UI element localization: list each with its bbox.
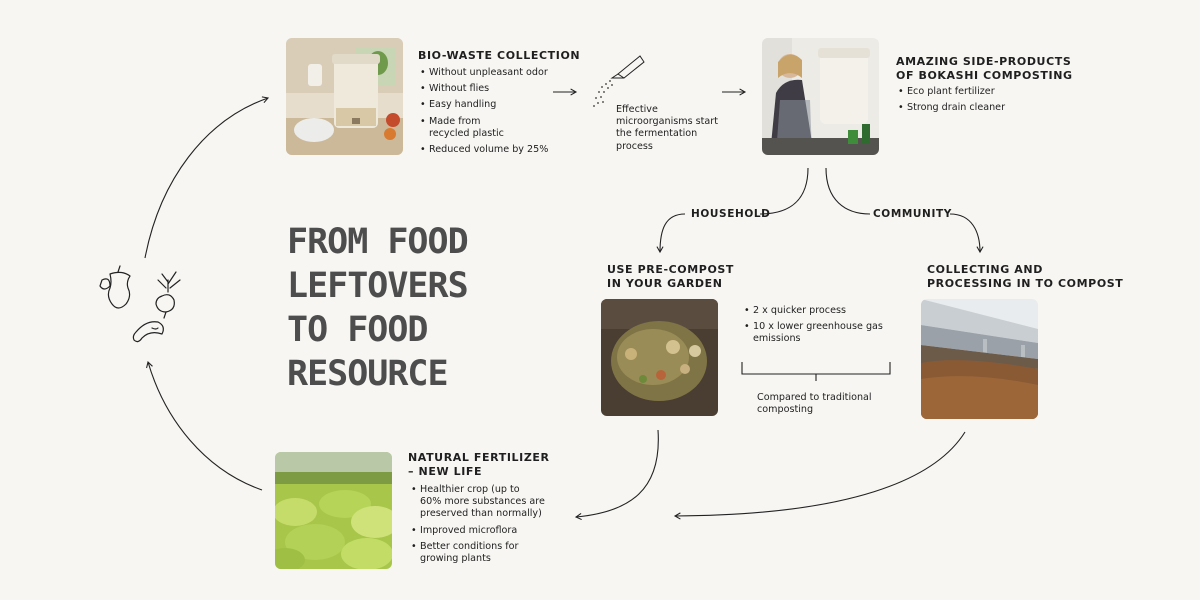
household-label: HOUSEHOLD <box>691 208 771 220</box>
list-item: Improved microflora <box>411 525 561 537</box>
list-item: Healthier crop (up to 60% more substance… <box>411 484 561 521</box>
arrow-garden-to-fertilizer <box>574 429 659 521</box>
processing-heading: COLLECTING AND PROCESSING IN TO COMPOST <box>927 263 1124 290</box>
arrow-fertilizer-to-leftovers <box>146 360 263 491</box>
fertilizer-heading: NATURAL FERTILIZER – NEW LIFE <box>408 451 550 478</box>
arrow-household-to-garden <box>656 213 686 254</box>
arrow-leftovers-to-collection <box>144 96 270 259</box>
list-item: Made from recycled plastic <box>420 116 560 140</box>
collection-heading: BIO-WASTE COLLECTION <box>418 49 581 62</box>
list-item: 10 x lower greenhouse gas emissions <box>744 321 904 345</box>
fertilizer-list: Healthier crop (up to 60% more substance… <box>411 484 561 569</box>
collection-photo <box>286 38 403 155</box>
comparison-bracket <box>741 362 891 381</box>
side-products-list: Eco plant fertilizer Strong drain cleane… <box>898 86 1038 118</box>
arrow-processing-to-fertilizer <box>673 431 966 520</box>
side-products-photo <box>762 38 879 155</box>
arrow-community-to-processing <box>949 213 984 254</box>
list-item: Easy handling <box>420 99 560 111</box>
pouring-spray-icon <box>588 52 648 112</box>
processing-photo <box>921 299 1038 419</box>
list-item: Better conditions for growing plants <box>411 541 561 565</box>
list-item: Strong drain cleaner <box>898 102 1038 114</box>
list-item: 2 x quicker process <box>744 305 904 317</box>
community-label: COMMUNITY <box>873 208 952 220</box>
comparison-note: Compared to traditional composting <box>757 392 872 416</box>
garden-photo <box>601 299 718 416</box>
comparison-list: 2 x quicker process 10 x lower greenhous… <box>744 305 904 350</box>
collection-list: Without unpleasant odor Without flies Ea… <box>420 67 560 160</box>
list-item: Eco plant fertilizer <box>898 86 1038 98</box>
fermentation-text: Effective microorganisms start the ferme… <box>616 104 718 152</box>
list-item: Without flies <box>420 83 560 95</box>
list-item: Without unpleasant odor <box>420 67 560 79</box>
page-title: FROM FOOD LEFTOVERS TO FOOD RESOURCE <box>287 222 469 394</box>
garden-heading: USE PRE-COMPOST IN YOUR GARDEN <box>607 263 735 290</box>
side-products-heading: AMAZING SIDE-PRODUCTS OF BOKASHI COMPOST… <box>896 55 1073 82</box>
food-leftovers-icon <box>96 262 196 348</box>
list-item: Reduced volume by 25% <box>420 144 560 156</box>
fertilizer-photo <box>275 452 392 569</box>
arrow-side-to-community <box>825 167 871 215</box>
